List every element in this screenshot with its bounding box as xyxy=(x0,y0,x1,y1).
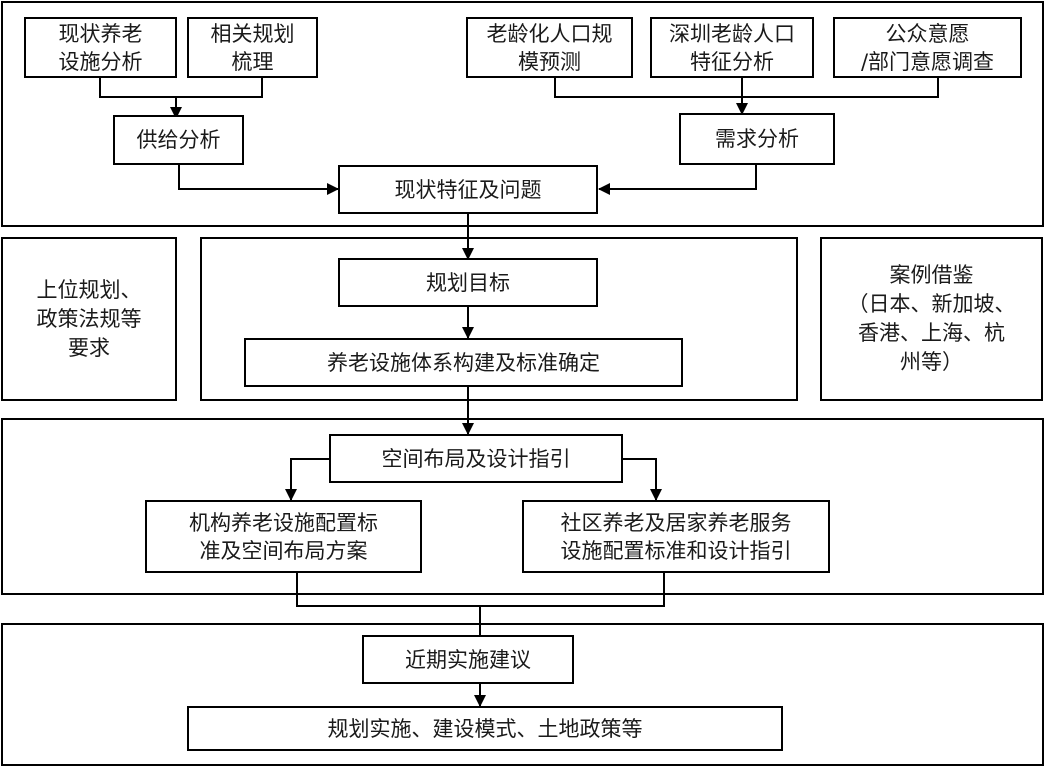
existing-facilities-analysis-box: 现状养老 设施分析 xyxy=(24,17,177,78)
community-home-care-box: 社区养老及居家养老服务 设施配置标准和设计指引 xyxy=(522,500,830,573)
near-term-suggestion-box: 近期实施建议 xyxy=(362,635,574,684)
connector-demand-merge xyxy=(554,77,939,98)
public-survey-box: 公众意愿 /部门意愿调查 xyxy=(833,17,1022,78)
arrow-layout-to-community xyxy=(622,458,662,501)
aging-population-forecast-box: 老龄化人口规 模预测 xyxy=(466,17,633,78)
arrow-layout-to-institution xyxy=(285,458,329,501)
related-planning-review-box: 相关规划 梳理 xyxy=(187,17,318,78)
elderly-characteristics-box: 深圳老龄人口 特征分析 xyxy=(650,17,814,78)
planning-goal-box: 规划目标 xyxy=(338,258,598,307)
section-implementation-frame xyxy=(1,623,1044,766)
facility-system-standard-box: 养老设施体系构建及标准确定 xyxy=(244,338,683,387)
arrow-supply-to-current xyxy=(178,164,339,195)
institutional-facility-box: 机构养老设施配置标 准及空间布局方案 xyxy=(145,500,422,573)
connector-supply-merge xyxy=(99,77,263,98)
current-issues-box: 现状特征及问题 xyxy=(338,165,598,214)
arrow-demand-to-current xyxy=(598,164,757,195)
demand-analysis-box: 需求分析 xyxy=(679,113,835,165)
implementation-policy-box: 规划实施、建设模式、土地政策等 xyxy=(187,706,783,751)
section-layout-frame xyxy=(1,418,1044,595)
section-goals-frame xyxy=(200,237,798,401)
upper-planning-policy-box: 上位规划、 政策法规等 要求 xyxy=(1,237,177,401)
section-analysis-frame xyxy=(1,1,1044,227)
connector-bottom-merge xyxy=(296,572,665,607)
supply-analysis-box: 供给分析 xyxy=(113,115,244,165)
case-study-box: 案例借鉴 （日本、新加坡、 香港、上海、杭 州等） xyxy=(820,237,1043,401)
spatial-layout-guidance-box: 空间布局及设计指引 xyxy=(329,434,623,483)
